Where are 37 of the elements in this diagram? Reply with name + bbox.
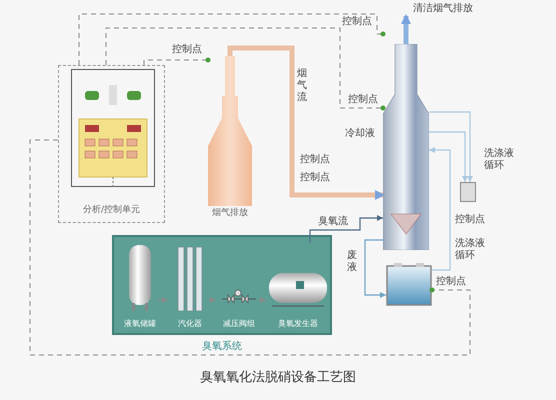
edge-label: 控制点 [172,44,202,56]
analysis-unit-box [58,65,165,223]
equipment-label: 烟气排放 [211,208,249,219]
pipe-arrow [158,297,168,303]
signal-line [106,28,386,110]
equipment-label: 液氧储罐 [123,318,157,329]
edge-label: 控制点 [348,94,378,106]
pipe-arrow [401,14,411,44]
pipe-arrow [429,147,451,271]
edge-label: 洗涤液循环 [455,238,487,262]
pipe-arrow [309,215,383,243]
signal-line [144,58,210,66]
caption: 臭氧氧化法脱硝设备工艺图 [199,369,357,386]
part-label: 控制点 [455,214,485,226]
pipe-arrow [429,131,468,182]
part-label: 控制点 [300,154,330,166]
edge-label: 废液 [347,250,358,274]
pipe-arrow [364,239,386,298]
part-label: 控制点 [300,172,330,184]
edge-label: 控制点 [436,276,466,288]
equipment-label: 汽化器 [177,318,203,329]
equipment-label: 减压阀组 [222,318,256,329]
part-label: 洗涤液循环 [484,148,516,172]
pipe-arrow [258,297,266,303]
pipe-arrow [208,297,216,303]
edge-label: 臭氧流 [318,216,348,228]
outlet-label: 清洁烟气排放 [413,3,473,14]
equipment-label: 分析/控制单元 [82,205,142,216]
system-heading: 臭氧系统 [201,341,243,352]
signal-line [30,140,470,356]
equipment-label: 臭氧发生器 [277,318,319,329]
pipe-arrow [429,111,473,182]
signal-line [78,14,386,66]
edge-label: 烟气流 [297,68,308,104]
edge-label: 控制点 [342,16,372,28]
equipment-label: 冷却液 [345,128,375,139]
pipe-arrow [228,46,385,200]
